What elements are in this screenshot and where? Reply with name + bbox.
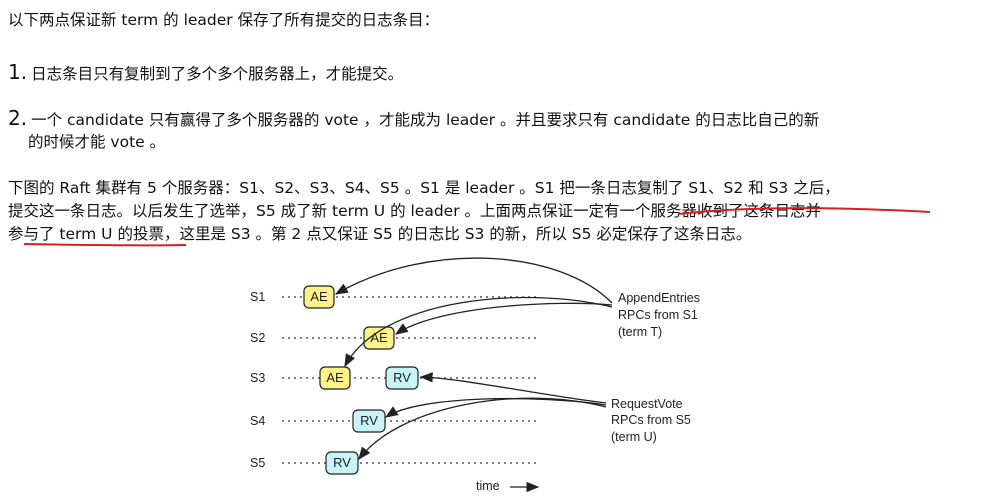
red-underline-2 <box>23 243 187 247</box>
svg-text:RV: RV <box>333 455 351 470</box>
rv-box-s5: RV <box>325 451 359 475</box>
point-2-continuation: 的时候才能 vote 。 <box>28 133 166 151</box>
ae-note-line-2: RPCs from S1 <box>618 308 698 322</box>
rv-arrow-to-s3 <box>419 372 607 404</box>
rv-box-s3: RV <box>385 366 419 390</box>
point-1-text: 日志条目只有复制到了多个多个服务器上，才能提交。 <box>31 65 404 83</box>
intro-text: 以下两点保证新 term 的 leader 保存了所有提交的日志条目： <box>8 11 440 29</box>
paragraph-line-1: 下图的 Raft 集群有 5 个服务器：S1、S2、S3、S4、S5 。S1 是… <box>8 179 840 197</box>
time-label: time <box>476 479 500 493</box>
point-1-number: 1. <box>8 60 28 84</box>
ae-arrow-to-s2 <box>394 302 613 335</box>
point-2-number: 2. <box>8 106 28 130</box>
server-label-s2: S2 <box>250 331 265 345</box>
ae-arrow-to-s3 <box>344 296 613 368</box>
point-1: 1.日志条目只有复制到了多个多个服务器上，才能提交。 <box>8 62 403 84</box>
ae-note-line-3: (term T) <box>618 325 662 339</box>
rv-note-line-1: RequestVote <box>611 397 683 411</box>
server-label-s3: S3 <box>250 371 265 385</box>
paragraph-line-3: 参与了 term U 的投票，这里是 S3 。第 2 点又保证 S5 的日志比 … <box>8 225 752 243</box>
svg-text:AE: AE <box>370 330 388 345</box>
server-label-s1: S1 <box>250 290 265 304</box>
svg-text:AE: AE <box>326 370 344 385</box>
server-label-s4: S4 <box>250 414 265 428</box>
svg-text:RV: RV <box>360 413 378 428</box>
rv-note-line-3: (term U) <box>611 430 657 444</box>
rv-box-s4: RV <box>352 409 386 433</box>
svg-text:AE: AE <box>310 289 328 304</box>
paragraph-line-2: 提交这一条日志。以后发生了选举，S5 成了新 term U 的 leader 。… <box>8 202 822 220</box>
rv-note-line-2: RPCs from S5 <box>611 413 691 427</box>
rv-arrow-to-s5 <box>358 397 607 461</box>
point-2: 2.一个 candidate 只有赢得了多个服务器的 vote ，才能成为 le… <box>8 108 819 130</box>
ae-box-s1: AE <box>303 285 335 309</box>
server-label-s5: S5 <box>250 456 265 470</box>
red-underline-1 <box>677 207 931 215</box>
ae-arrow-to-s1 <box>334 257 613 304</box>
ae-box-s3: AE <box>319 366 351 390</box>
svg-text:RV: RV <box>393 370 411 385</box>
ae-note-line-1: AppendEntries <box>618 291 700 305</box>
point-2-text: 一个 candidate 只有赢得了多个服务器的 vote ，才能成为 lead… <box>31 111 820 129</box>
